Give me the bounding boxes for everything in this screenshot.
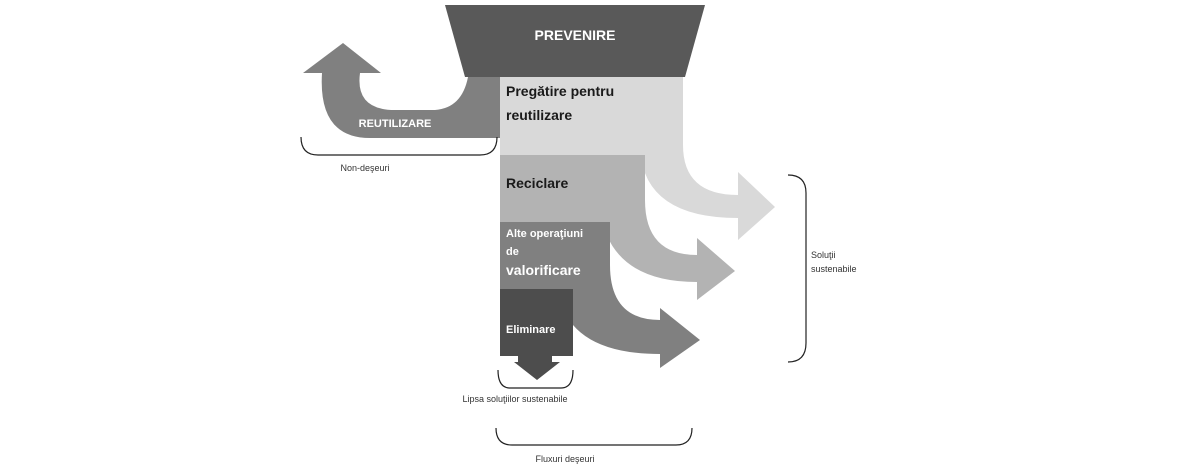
waste-flows-label: Fluxuri deşeuri xyxy=(535,454,594,464)
eliminare-block xyxy=(500,289,573,356)
reutilizare-label: REUTILIZARE xyxy=(359,118,432,130)
reciclare-block xyxy=(500,155,645,222)
prevenire-block xyxy=(445,5,705,77)
eliminare-down-arrow xyxy=(514,356,560,380)
waste-flows-brace xyxy=(495,427,693,446)
sustainable-label-line2: sustenabile xyxy=(811,264,857,274)
sustainable-brace xyxy=(787,174,807,363)
reutilizare-arrow xyxy=(303,43,500,138)
alte-label-line3: valorificare xyxy=(506,262,581,278)
alte-label-line2: de xyxy=(506,246,519,258)
pregatire-block xyxy=(500,77,683,155)
non-waste-brace xyxy=(300,136,498,156)
pregatire-label-line1: Pregătire pentru xyxy=(506,83,614,99)
lack-sustainable-label: Lipsa soluţiilor sustenabile xyxy=(462,394,567,404)
alte-block xyxy=(500,222,610,289)
sustainable-label-line1: Soluţii xyxy=(811,250,836,260)
lack-sustainable-brace xyxy=(497,369,574,389)
reciclare-label: Reciclare xyxy=(506,175,568,191)
non-waste-label: Non-deşeuri xyxy=(340,163,389,173)
prevenire-label: PREVENIRE xyxy=(535,27,616,43)
alte-label-line1: Alte operaţiuni xyxy=(506,228,583,240)
eliminare-label: Eliminare xyxy=(506,324,556,336)
pregatire-label-line2: reutilizare xyxy=(506,107,572,123)
